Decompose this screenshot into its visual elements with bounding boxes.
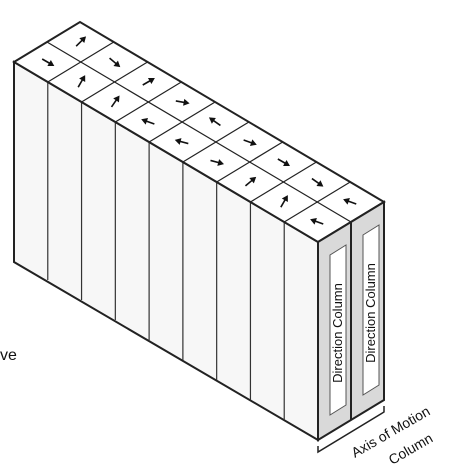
direction-column-label-2: Direction Column bbox=[363, 263, 378, 363]
front-column-dividers bbox=[47, 82, 285, 420]
direction-arrow-icon bbox=[110, 95, 120, 108]
direction-arrow-icon bbox=[77, 75, 86, 88]
direction-arrow-icon bbox=[109, 57, 121, 68]
direction-arrow-icon bbox=[210, 159, 225, 166]
direction-arrow-icon bbox=[75, 36, 87, 47]
direction-arrow-icon bbox=[277, 158, 290, 167]
direction-arrow-icon bbox=[343, 198, 357, 205]
direction-arrow-icon bbox=[141, 118, 155, 125]
direction-arrow-icon bbox=[310, 218, 324, 225]
direction-arrow-icon bbox=[243, 139, 257, 146]
axis-bracket bbox=[317, 406, 385, 454]
direction-arrow-icon bbox=[142, 77, 155, 86]
direction-arrow-icon bbox=[311, 177, 324, 187]
direction-arrow-icon bbox=[244, 176, 257, 187]
direction-arrow-icon bbox=[174, 138, 189, 145]
direction-column-label-1: Direction Column bbox=[330, 283, 345, 383]
direction-arrow-icon bbox=[175, 98, 190, 106]
direction-column-label-box-2 bbox=[362, 224, 380, 396]
direction-arrow-icon bbox=[41, 58, 55, 67]
cropped-edge-text: ve bbox=[0, 347, 17, 364]
direction-arrow-icon bbox=[208, 117, 221, 127]
direction-arrows bbox=[41, 36, 357, 225]
direction-arrow-icon bbox=[280, 195, 288, 208]
top-grid-line bbox=[46, 41, 352, 223]
top-face-grid bbox=[46, 41, 352, 223]
direction-column-label-box-1 bbox=[329, 244, 347, 416]
